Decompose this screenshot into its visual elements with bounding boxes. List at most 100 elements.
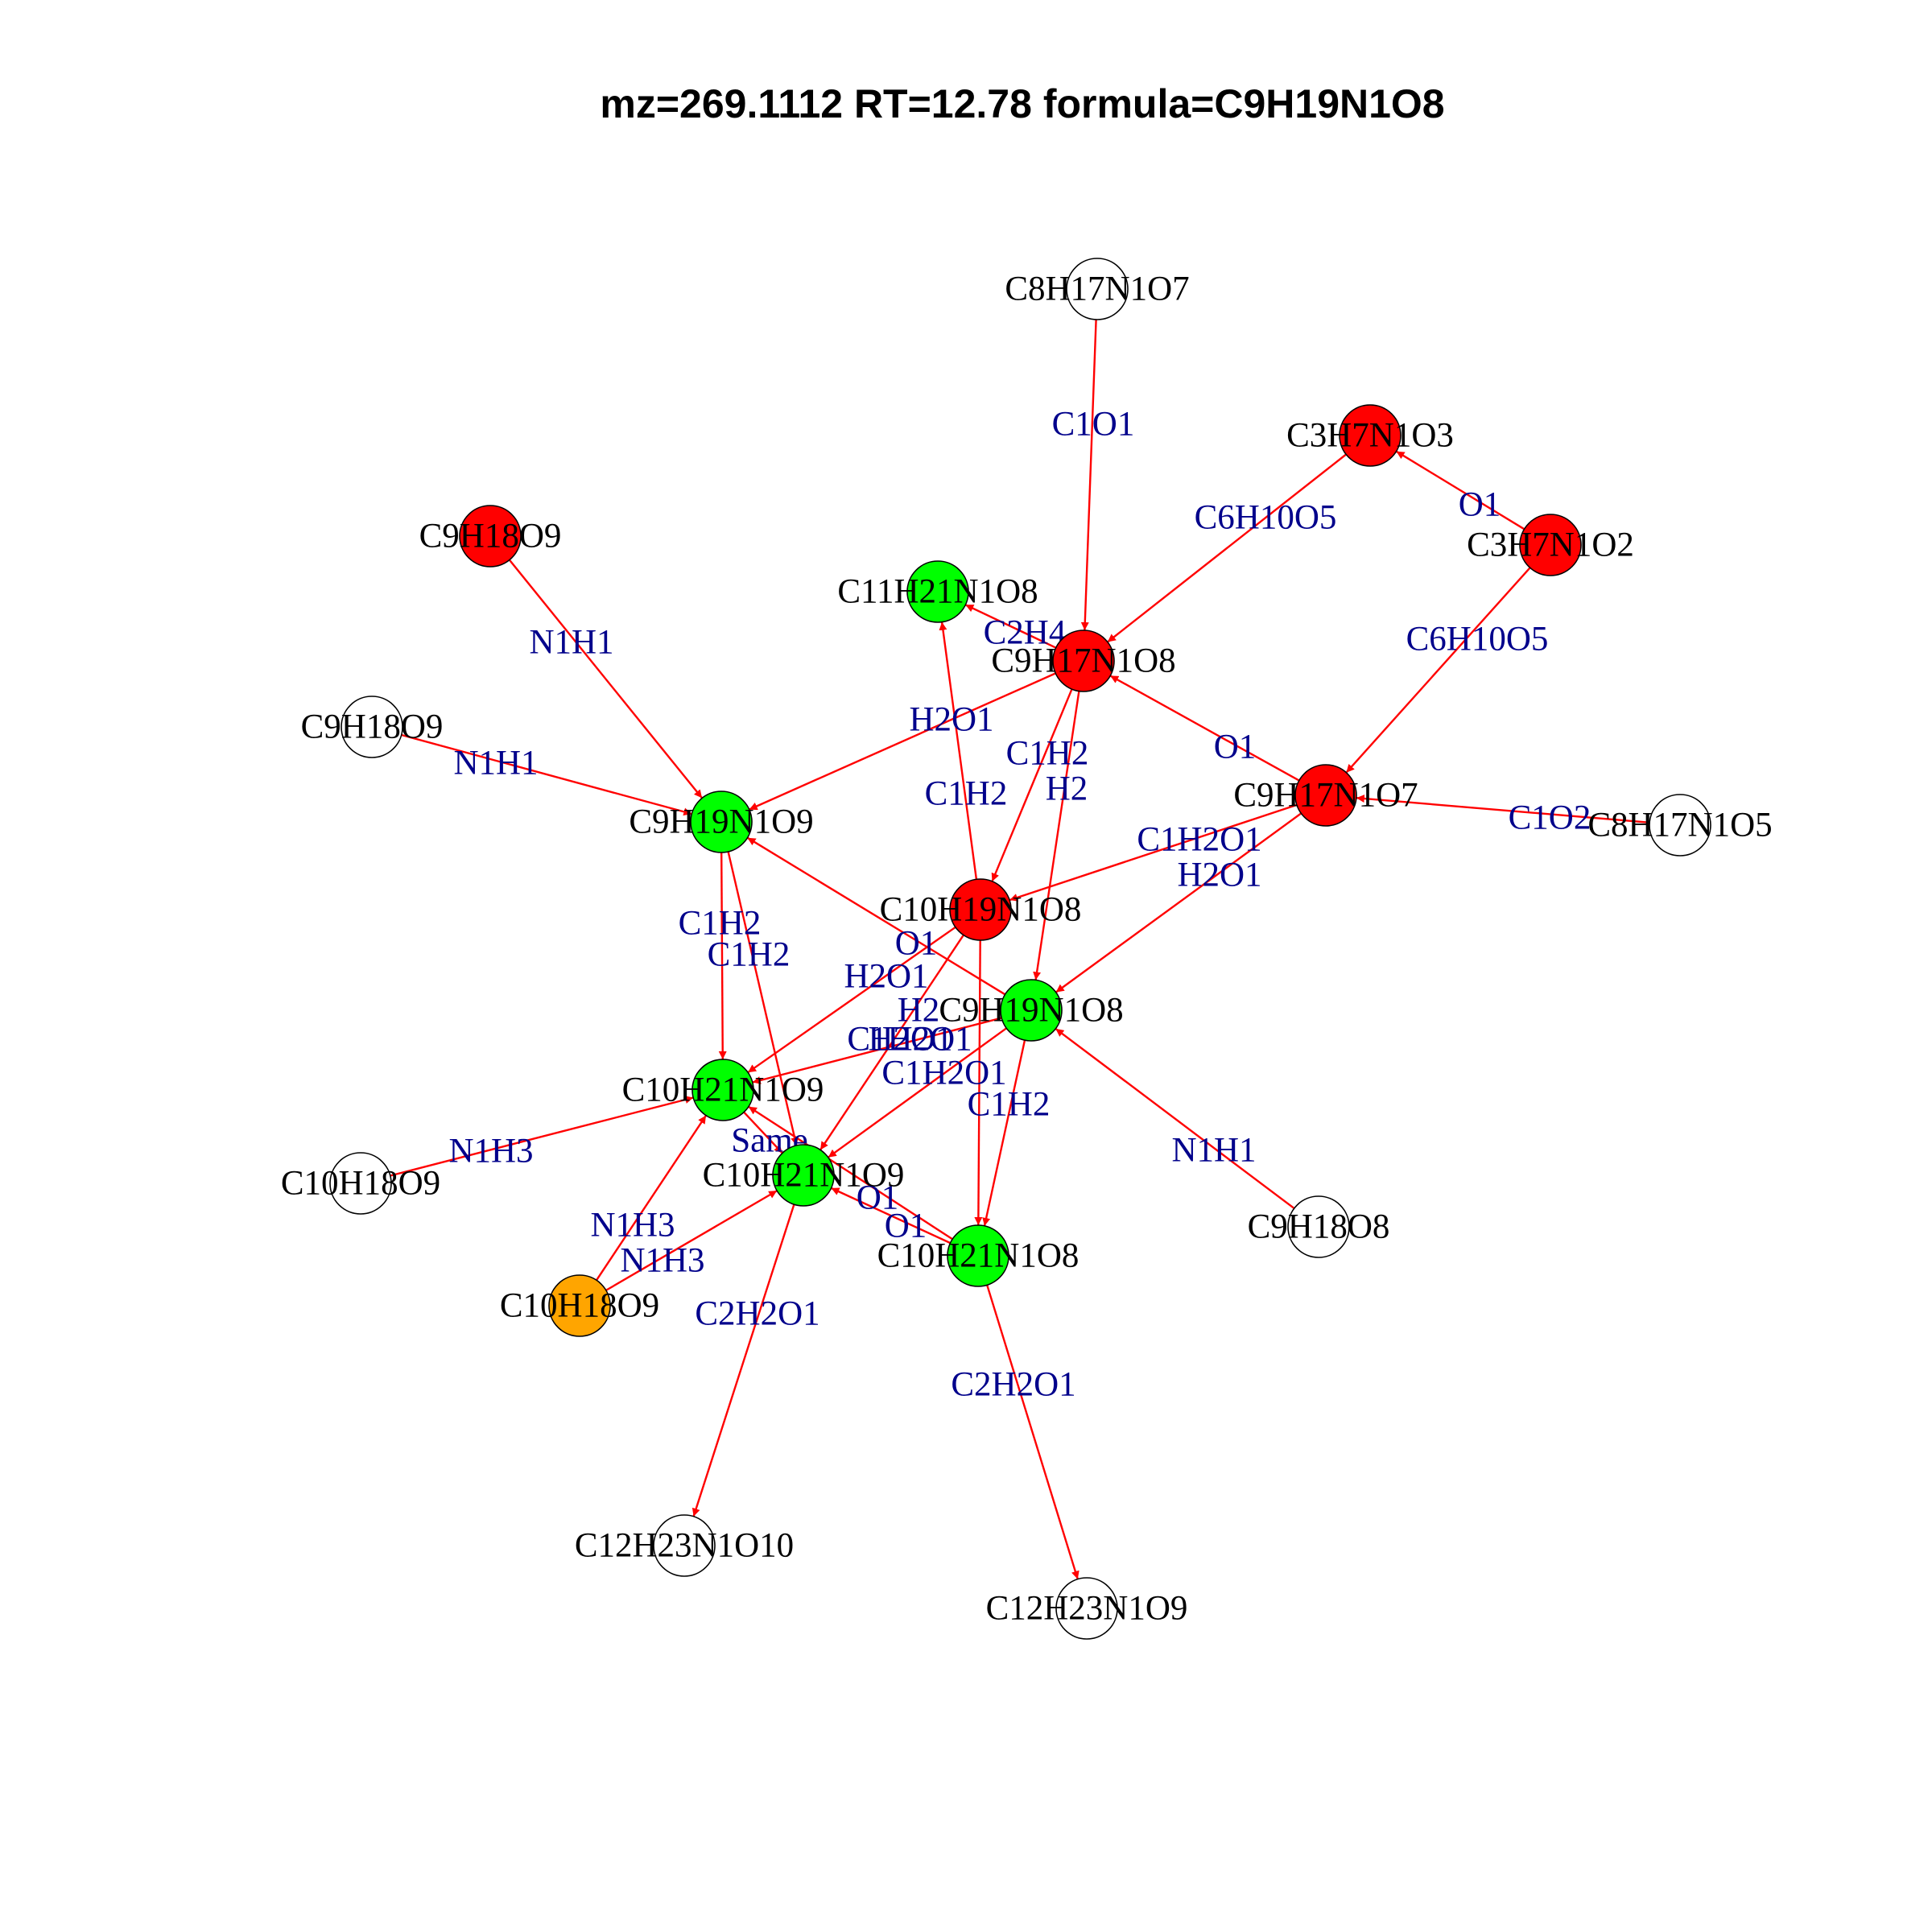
graph-node: C9H19N1O8 [939, 979, 1124, 1042]
graph-node: C9H18O9 [419, 505, 562, 568]
node-label: C9H19N1O9 [629, 803, 813, 841]
edge-label: O1 [857, 1179, 899, 1217]
node-label: C10H21N1O9 [703, 1157, 905, 1195]
node-circle [1000, 979, 1063, 1042]
edge-label: O1 [1459, 486, 1501, 524]
edge-label: C2H4 [984, 614, 1067, 652]
edge-n12-n15 [828, 1027, 1007, 1158]
graph-node: C10H21N1O8 [877, 1224, 1080, 1287]
node-circle [341, 696, 403, 758]
edge-label: N1H3 [448, 1133, 533, 1170]
edge-label: C1H2 [1006, 735, 1089, 773]
graph-node: C10H18O9 [500, 1274, 659, 1337]
edge-n18-n15 [605, 1190, 778, 1291]
node-label: C9H19N1O8 [939, 992, 1123, 1030]
node-label: C3H7N1O3 [1286, 417, 1454, 455]
edge-n10-n15 [727, 851, 799, 1146]
node-label: C11H21N1O8 [837, 573, 1038, 611]
edge-n16-n15 [830, 1187, 952, 1245]
node-label: C10H19N1O8 [880, 891, 1082, 929]
graph-node: C12H23N1O10 [575, 1514, 794, 1577]
node-label: C12H23N1O9 [986, 1590, 1188, 1628]
edge-n11-n13 [747, 926, 956, 1074]
edge-n4-n10 [508, 559, 704, 799]
node-label: C9H17N1O7 [1233, 777, 1418, 815]
edge-label: C1H2 [925, 775, 1008, 813]
node-circle [548, 1274, 611, 1337]
edge-n6-n10 [749, 672, 1056, 811]
node-circle [949, 878, 1012, 941]
edge-n13-n15 [743, 1111, 783, 1154]
edge-n8-n6 [1109, 675, 1300, 782]
edge-label: C1H2 [679, 905, 762, 943]
edge-label: H2O1 [909, 701, 993, 739]
edge-label: C1O1 [1052, 406, 1135, 444]
edge-label: H2O1 [1177, 857, 1261, 894]
edge-n11-n15 [819, 934, 964, 1151]
node-circle [1339, 404, 1402, 467]
node-circle [1287, 1195, 1350, 1258]
node-label: C8H17N1O5 [1587, 807, 1772, 844]
edge-label: O1 [885, 1208, 927, 1245]
edge-n7-n10 [401, 733, 692, 816]
edges-layer [390, 319, 1650, 1580]
edge-n16-n13 [748, 1105, 953, 1241]
node-circle [690, 791, 753, 853]
graph-node: C8H17N1O5 [1587, 794, 1773, 857]
node-label: C8H17N1O7 [1005, 270, 1189, 308]
edge-label: C6H10O5 [1406, 621, 1549, 658]
edge-n9-n8 [1356, 795, 1650, 824]
edge-label: N1H3 [590, 1207, 675, 1245]
node-circle [1649, 794, 1711, 857]
edge-n8-n12 [1055, 812, 1302, 993]
edge-label: N1H3 [620, 1242, 704, 1280]
node-label: C10H21N1O8 [877, 1237, 1080, 1275]
graph-node: C9H17N1O8 [991, 630, 1176, 692]
node-label: C9H17N1O8 [991, 642, 1175, 680]
node-label: C9H18O9 [419, 518, 562, 555]
edge-label: C1H2O1 [1137, 821, 1261, 859]
edge-label: H2O1 [868, 1021, 952, 1059]
edge-n12-n16 [982, 1039, 1026, 1227]
edge-label: H2O1 [844, 958, 928, 996]
edge-label: O1 [895, 925, 938, 963]
graph-node: C9H17N1O7 [1233, 764, 1418, 827]
graph-node: C3H7N1O3 [1286, 404, 1454, 467]
edge-label: C1H2 [708, 936, 791, 974]
node-circle [329, 1152, 392, 1215]
edge-n10-n13 [718, 852, 727, 1060]
graph-node: C3H7N1O2 [1467, 514, 1634, 576]
graph-node: C10H19N1O8 [880, 878, 1082, 941]
node-circle [772, 1144, 835, 1207]
node-circle [1052, 630, 1115, 692]
node-circle [1055, 1577, 1118, 1640]
node-circle [459, 505, 522, 568]
graph-node: C12H23N1O9 [986, 1577, 1188, 1640]
graph-node: C11H21N1O8 [837, 560, 1038, 623]
node-circle [906, 560, 969, 623]
edge-n16-n20 [986, 1284, 1080, 1580]
edge-label: N1H1 [529, 624, 613, 662]
edge-n2-n6 [1107, 453, 1347, 643]
edge-n11-n5 [939, 621, 978, 880]
node-circle [1294, 764, 1357, 827]
edge-label: H2 [1046, 770, 1088, 808]
node-circle [653, 1514, 716, 1577]
node-circle [947, 1224, 1009, 1287]
edge-label: O1 [1214, 729, 1257, 766]
node-label: C10H21N1O9 [622, 1071, 824, 1109]
edge-label: N1H1 [453, 745, 538, 782]
edge-n8-n11 [1009, 803, 1298, 902]
graph-node: C9H18O8 [1248, 1195, 1389, 1258]
edge-n6-n11 [991, 688, 1073, 882]
graph-title: mz=269.1112 RT=12.78 formula=C9H19N1O8 [600, 81, 1444, 126]
edge-n11-n16 [974, 939, 983, 1226]
edge-label: N1H1 [1171, 1132, 1256, 1170]
edge-label: C6H10O5 [1195, 499, 1337, 537]
edge-label: C1O2 [1509, 799, 1591, 837]
edge-label: C2H2O1 [695, 1295, 819, 1333]
node-circle [1066, 258, 1129, 320]
